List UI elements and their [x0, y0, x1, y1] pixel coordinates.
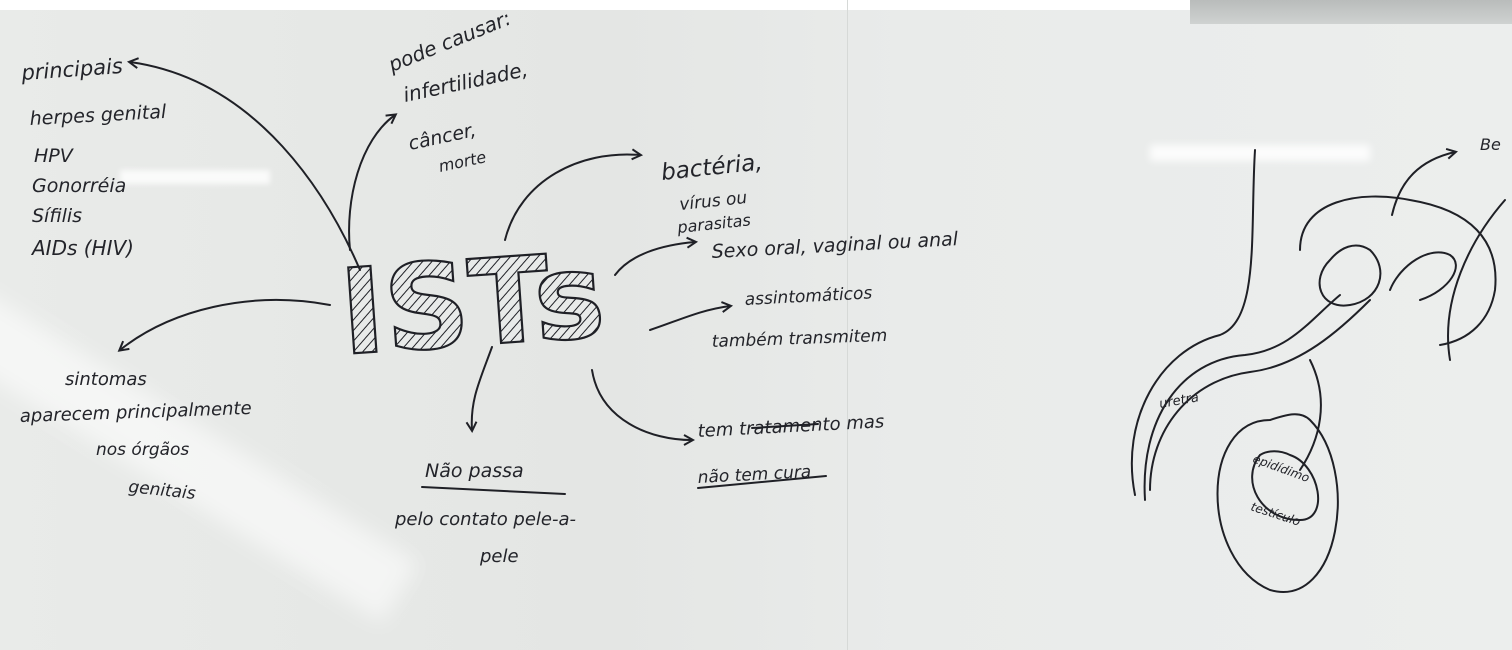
transmission-note: Sexo oral, vaginal ou anal — [711, 228, 959, 263]
cause-line: bactéria, — [660, 149, 764, 185]
asymptomatic-note: assintomáticos — [744, 283, 873, 310]
left-list: principais herpes genital HPV Gonorréia … — [20, 54, 168, 260]
arrow-to-agents — [504, 154, 640, 241]
vas-deferens — [1299, 359, 1322, 471]
arrow-to-causes-effects — [348, 115, 395, 251]
arrow-to-symptoms — [120, 299, 331, 350]
list-item: Sífilis — [32, 205, 82, 227]
light-glare-right — [1150, 145, 1370, 161]
list-heading: principais — [20, 54, 124, 85]
diagram-label: uretra — [1158, 390, 1200, 412]
diagram-outline — [1143, 294, 1341, 501]
cause-line: parasitas — [675, 210, 751, 237]
treatment-note: não tem cura — [697, 462, 812, 488]
arrow-to-asymptomatic — [649, 306, 730, 331]
causes-note: bactéria, vírus ou parasitas — [660, 149, 764, 237]
symptoms-line: sintomas — [65, 369, 147, 390]
can-cause-line: morte — [437, 147, 488, 176]
diagram-outline — [1447, 199, 1506, 361]
diagram-label: testículo — [1249, 500, 1302, 529]
arrow-to-transmission — [614, 242, 695, 276]
urethra-path — [1149, 299, 1371, 491]
bladder-outline — [1299, 195, 1497, 346]
anatomy-diagram: uretra epidídimo testículo Be — [1130, 135, 1506, 593]
diagram-arrow — [1391, 152, 1455, 216]
seminal-vesicle-outline — [1389, 251, 1457, 301]
symptoms-line: nos órgãos — [96, 440, 189, 460]
diagram-outline — [1130, 149, 1256, 496]
underline — [697, 475, 827, 489]
can-cause-line: câncer, — [406, 119, 477, 155]
light-glare-small — [120, 170, 270, 184]
prostate-outline — [1318, 244, 1382, 307]
list-item: HPV — [34, 145, 75, 167]
epididymis-outline — [1251, 450, 1319, 521]
symptoms-line: genitais — [127, 477, 196, 504]
board-seam — [847, 0, 848, 650]
asymptomatic-note: também transmitem — [711, 326, 887, 352]
diagram-label: epidídimo — [1251, 452, 1311, 485]
board-frame — [1190, 0, 1512, 24]
title-ists: ISTs — [336, 226, 609, 382]
not-pass-note: Não passa — [425, 460, 524, 482]
symptoms-note: sintomas aparecem principalmente nos órg… — [19, 369, 252, 504]
top-edge — [0, 0, 1512, 10]
list-item: Gonorréia — [32, 175, 126, 197]
arrow-to-treatment — [591, 369, 692, 440]
symptoms-line: aparecem principalmente — [19, 398, 252, 427]
edge-label: Be — [1480, 135, 1501, 154]
not-pass-note: pelo contato pele-a- — [394, 509, 576, 530]
underline — [421, 486, 566, 495]
can-cause-note: pode causar: infertilidade, câncer, mort… — [384, 6, 530, 176]
list-item: AIDs (HIV) — [30, 236, 134, 260]
list-item: herpes genital — [29, 101, 167, 130]
scrotum-outline — [1216, 413, 1339, 593]
arrow-to-not-pass — [472, 346, 493, 430]
arrow-to-list — [130, 62, 361, 271]
underline — [751, 423, 819, 429]
not-pass-note: pele — [479, 546, 519, 567]
